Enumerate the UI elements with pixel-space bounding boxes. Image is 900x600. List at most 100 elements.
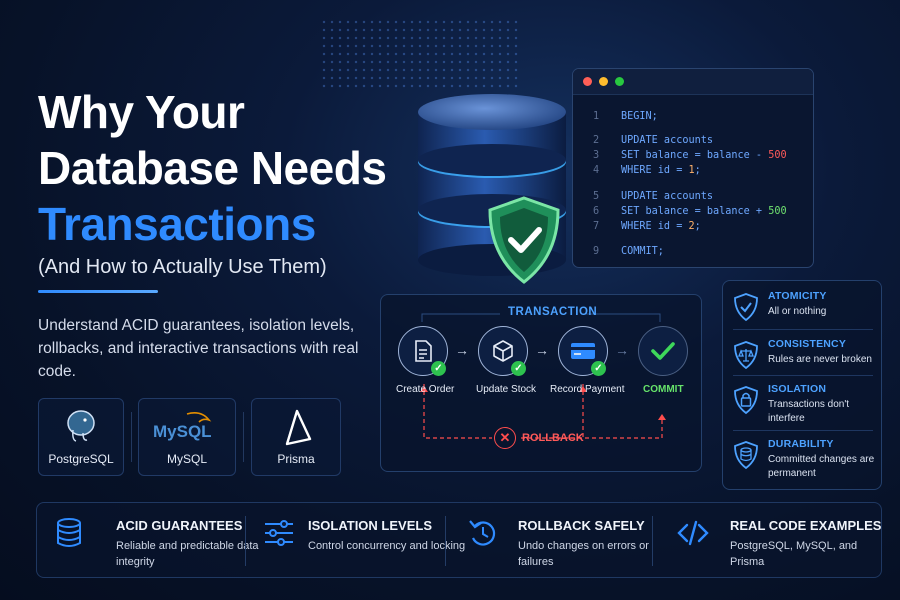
page-title: Why Your Database Needs Transactions	[38, 84, 418, 252]
code-line: COMMIT;	[621, 246, 664, 257]
code-line: WHERE id = 2;	[621, 221, 701, 232]
feature-strip	[36, 502, 882, 578]
feature-title: ROLLBACK SAFELY	[518, 518, 645, 533]
feature-desc: Undo changes on errors or failures	[518, 540, 649, 568]
arrow-right-icon: →	[535, 342, 549, 358]
acid-title: CONSISTENCY	[768, 338, 847, 350]
feature-title: ACID GUARANTEES	[116, 518, 243, 533]
line-number: 5	[593, 191, 600, 202]
step-label: Create Order	[396, 384, 455, 395]
code-value: 500	[768, 150, 787, 161]
code-line: UPDATE accounts	[621, 191, 714, 202]
title-line-1: Why Your	[38, 86, 245, 138]
line-number: 7	[593, 221, 600, 232]
acid-isolation: ISOLATION Transactions don't interfere	[733, 383, 877, 429]
check-badge-icon: ✓	[511, 361, 526, 376]
code-line: UPDATE accounts	[621, 135, 714, 146]
check-badge-icon: ✓	[431, 361, 446, 376]
title-line-2: Database Needs	[38, 142, 387, 194]
divider	[733, 329, 873, 330]
decorative-dot-grid	[320, 18, 520, 88]
shield-check-icon	[488, 196, 560, 284]
mysql-dolphin-icon: MySQL	[147, 408, 227, 446]
feature-title: REAL CODE EXAMPLES	[730, 518, 882, 533]
checkmark-icon	[651, 342, 675, 360]
acid-desc: Rules are never broken	[768, 354, 872, 365]
acid-desc: Committed changes are permanent	[768, 454, 875, 479]
prisma-label: Prisma	[277, 452, 315, 466]
divider	[733, 430, 873, 431]
minimize-dot-icon	[599, 77, 608, 86]
document-icon	[415, 340, 432, 362]
code-line: BEGIN;	[621, 111, 658, 122]
shield-check-icon	[734, 293, 758, 322]
code-text: WHERE id =	[621, 221, 689, 232]
divider	[652, 516, 653, 566]
code-line: SET balance = balance - 500	[621, 150, 787, 161]
divider	[733, 375, 873, 376]
accent-divider	[38, 290, 158, 293]
transaction-connectors	[420, 313, 666, 439]
code-text: WHERE id =	[621, 165, 689, 176]
mysql-label: MySQL	[166, 452, 207, 466]
sliders-icon	[265, 520, 293, 546]
acid-durability: DURABILITY Committed changes are permane…	[733, 438, 877, 486]
postgresql-card: PostgreSQL	[38, 398, 124, 476]
postgresql-elephant-icon	[67, 410, 95, 442]
line-number: 2	[593, 135, 600, 146]
postgresql-label: PostgreSQL	[48, 452, 114, 466]
line-number: 4	[593, 165, 600, 176]
database-icon	[57, 518, 81, 547]
step-label: Record Payment	[550, 384, 625, 395]
acid-title: DURABILITY	[768, 438, 834, 450]
code-text: ;	[694, 221, 701, 232]
rollback-x-icon: ✕	[494, 427, 516, 449]
line-number: 6	[593, 206, 600, 217]
check-badge-icon: ✓	[591, 361, 606, 376]
acid-desc: All or nothing	[768, 306, 827, 317]
code-text: SET balance = balance -	[621, 150, 769, 161]
feature-desc: PostgreSQL, MySQL, and Prisma	[730, 540, 858, 568]
undo-icon	[469, 520, 496, 546]
feature-desc: Reliable and predictable data integrity	[116, 540, 259, 568]
code-text: SET balance = balance +	[621, 206, 769, 217]
box-icon	[493, 340, 513, 362]
logo-divider	[243, 412, 244, 462]
transaction-panel	[380, 294, 702, 472]
acid-desc: Transactions don't interfere	[768, 399, 850, 424]
maximize-dot-icon	[615, 77, 624, 86]
code-value: 2	[688, 221, 695, 232]
editor-titlebar	[573, 69, 813, 95]
feature-title: ISOLATION LEVELS	[308, 518, 432, 533]
acid-title: ISOLATION	[768, 383, 827, 395]
feature-desc: Control concurrency and locking	[308, 540, 466, 552]
arrow-right-icon: →	[615, 342, 629, 358]
acid-title: ATOMICITY	[768, 290, 827, 302]
line-number: 3	[593, 150, 600, 161]
code-text: ;	[694, 165, 701, 176]
code-editor-window: 1 BEGIN; 2 UPDATE accounts 3 SET balance…	[572, 68, 814, 268]
mysql-card: MySQL MySQL	[138, 398, 236, 476]
line-number: 1	[593, 111, 600, 122]
mysql-logo-text: MySQL	[153, 422, 212, 441]
code-line: SET balance = balance + 500	[621, 206, 787, 217]
logo-divider	[131, 412, 132, 462]
acid-atomicity: ATOMICITY All or nothing	[733, 290, 877, 330]
code-line: WHERE id = 1;	[621, 165, 701, 176]
arrow-right-icon: →	[455, 342, 469, 358]
description: Understand ACID guarantees, isolation le…	[38, 317, 359, 380]
database-shield-icon	[734, 441, 758, 470]
code-value: 1	[688, 165, 695, 176]
divider	[245, 516, 246, 566]
title-line-3: Transactions	[38, 198, 316, 250]
acid-consistency: CONSISTENCY Rules are never broken	[733, 338, 877, 378]
step-commit	[638, 326, 688, 376]
credit-card-icon	[571, 343, 595, 359]
code-icon	[677, 520, 709, 546]
line-number: 9	[593, 246, 600, 257]
transaction-title: TRANSACTION	[508, 306, 598, 318]
step-label: Update Stock	[476, 384, 537, 395]
scale-icon	[734, 341, 758, 370]
code-value: 500	[768, 206, 787, 217]
close-dot-icon	[583, 77, 592, 86]
